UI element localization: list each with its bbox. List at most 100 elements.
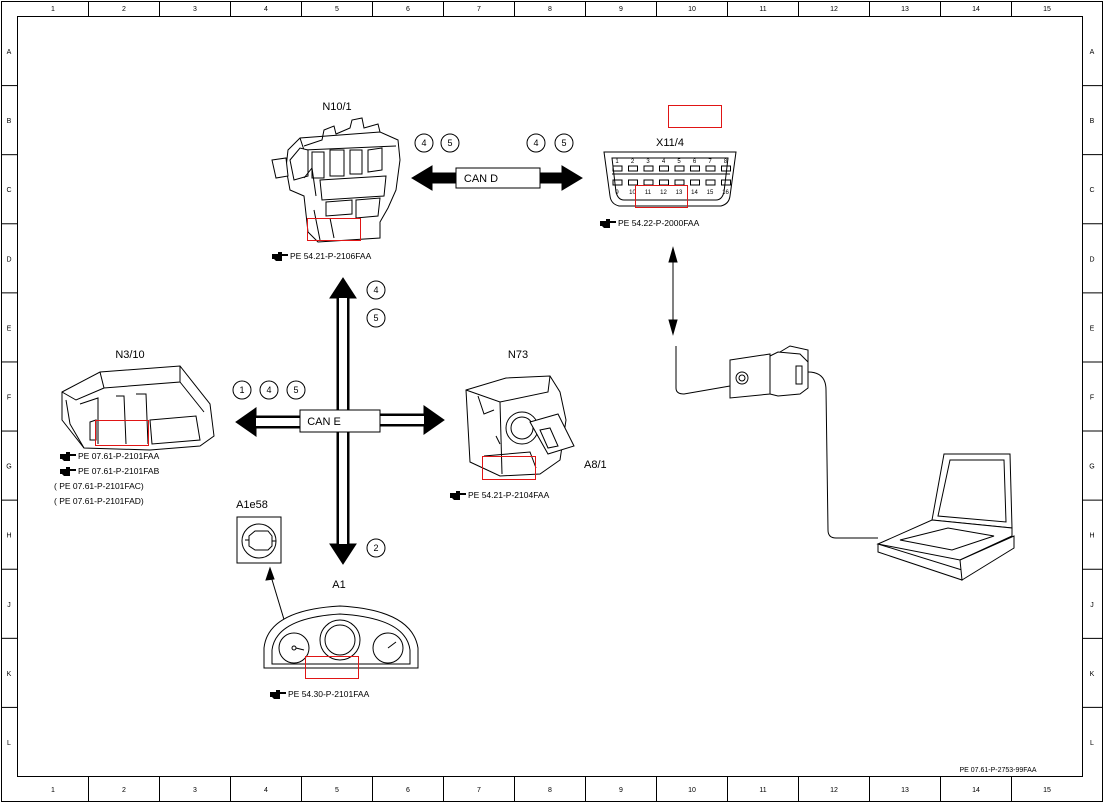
grid-column-label: 1 xyxy=(51,6,55,13)
svg-text:1: 1 xyxy=(239,385,244,395)
grid-row-label: B xyxy=(7,118,12,125)
n3-10-reference-4[interactable]: ( PE 07.61-P-2101FAD) xyxy=(54,496,144,507)
a1e58-label: A1e58 xyxy=(236,499,268,511)
x11-4-label: X11/4 xyxy=(656,137,684,149)
x11-4-pin-label: 14 xyxy=(691,190,698,196)
document-id: PE 07.61-P-2753-99FAA xyxy=(959,767,1036,774)
grid-column-label: 3 xyxy=(193,787,197,794)
x11-4-reference[interactable]: PE 54.22-P-2000FAA xyxy=(600,218,699,229)
x11-4-pin xyxy=(690,165,700,172)
sheet-inner-frame xyxy=(17,16,1083,777)
grid-row-label: E xyxy=(7,325,12,332)
grid-row-label: D xyxy=(6,256,11,263)
laptop-computer-drawing xyxy=(876,453,1015,581)
x11-4-pin-label: 4 xyxy=(662,159,666,165)
n3-10-reference-2[interactable]: PE 07.61-P-2101FAB xyxy=(60,466,159,477)
grid-column-label: 5 xyxy=(335,787,339,794)
grid-column-label: 10 xyxy=(688,6,696,13)
n73-label: N73 xyxy=(508,349,528,361)
highlight-n3-10-connector xyxy=(95,420,149,446)
n10-1-ref-text: PE 54.21-P-2106FAA xyxy=(290,251,372,261)
x11-4-pin-label: 2 xyxy=(631,159,635,165)
grid-column-label: 8 xyxy=(548,6,552,13)
a1-ref-text: PE 54.30-P-2101FAA xyxy=(288,689,370,699)
highlight-n10-1-connector xyxy=(307,218,361,241)
grid-column-label: 15 xyxy=(1043,6,1051,13)
grid-row-label: K xyxy=(1090,671,1095,678)
x11-4-pin-label: 15 xyxy=(707,190,714,196)
can-d-label: CAN D xyxy=(464,173,498,185)
x11-4-ref-text: PE 54.22-P-2000FAA xyxy=(618,218,700,228)
grid-row-label: C xyxy=(6,187,11,194)
pointing-hand-icon xyxy=(60,452,76,462)
pointing-hand-icon xyxy=(60,467,76,477)
grid-row-label: A xyxy=(1090,49,1095,56)
diagram-labels: N10/1 X11/4 N3/10 N73 A8/1 A1e58 A1 CAN … xyxy=(115,101,1037,774)
x11-4-pin-label: 9 xyxy=(615,190,619,196)
grid-column-label: 7 xyxy=(477,6,481,13)
grid-row-label: F xyxy=(7,395,11,402)
a1-reference[interactable]: PE 54.30-P-2101FAA xyxy=(270,689,369,700)
can-e-marker: 5 xyxy=(286,380,306,400)
grid-column-label: 2 xyxy=(122,787,126,794)
n3-10-ref-text: ( PE 07.61-P-2101FAC) xyxy=(54,481,144,491)
x11-4-pin xyxy=(674,165,685,172)
svg-text:4: 4 xyxy=(266,385,271,395)
x11-4-pin xyxy=(705,165,716,172)
svg-text:5: 5 xyxy=(373,313,378,323)
grid-row-label: E xyxy=(1090,325,1095,332)
x11-4-pin-label: 10 xyxy=(629,190,636,196)
grid-row-label: G xyxy=(6,464,11,471)
svg-text:5: 5 xyxy=(561,138,566,148)
svg-text:4: 4 xyxy=(533,138,538,148)
n3-10-ecu-drawing xyxy=(61,365,215,451)
highlight-x11-4-label-area xyxy=(668,105,722,128)
grid-column-label: 9 xyxy=(619,6,623,13)
highlight-n73-connector xyxy=(482,456,536,480)
n3-10-ref-text: ( PE 07.61-P-2101FAD) xyxy=(54,496,144,506)
x11-4-pin xyxy=(721,165,731,172)
x11-4-pin-label: 6 xyxy=(693,159,697,165)
grid-column-label: 13 xyxy=(901,6,909,13)
n3-10-reference-3[interactable]: ( PE 07.61-P-2101FAC) xyxy=(54,481,144,492)
x11-4-pin-label: 16 xyxy=(722,190,729,196)
grid-column-label: 4 xyxy=(264,6,268,13)
x11-4-pin-label: 8 xyxy=(724,159,728,165)
can-e-bus-cross xyxy=(235,277,445,565)
grid-row-label: J xyxy=(7,602,11,609)
n3-10-ref-text: PE 07.61-P-2101FAA xyxy=(78,451,160,461)
n3-10-reference-1[interactable]: PE 07.61-P-2101FAA xyxy=(60,451,159,462)
diagnostic-adapter-drawing xyxy=(729,345,878,539)
can-e-label: CAN E xyxy=(307,416,341,428)
x11-4-pin xyxy=(628,179,638,186)
grid-column-label: 1 xyxy=(51,787,55,794)
can-e-marker: 4 xyxy=(259,380,279,400)
grid-column-label: 12 xyxy=(830,6,838,13)
can-e-marker: 2 xyxy=(366,538,386,558)
x11-4-pin-label: 1 xyxy=(615,159,619,165)
n73-ignition-switch-drawing xyxy=(465,375,575,477)
n3-10-label: N3/10 xyxy=(115,349,144,361)
can-d-marker: 5 xyxy=(554,133,574,153)
x11-4-pin-label: 13 xyxy=(676,190,683,196)
grid-row-label: L xyxy=(1090,740,1094,747)
grid-column-label: 9 xyxy=(619,787,623,794)
x11-4-pin xyxy=(612,179,623,186)
grid-row-label: G xyxy=(1089,464,1094,471)
can-e-marker: 5 xyxy=(366,308,386,328)
grid-row-label: C xyxy=(1089,187,1094,194)
x11-4-pin-label: 3 xyxy=(646,159,650,165)
x11-4-pin xyxy=(628,165,638,172)
grid-column-label: 12 xyxy=(830,787,838,794)
x11-4-pin xyxy=(705,179,716,186)
grid-row-label: A xyxy=(7,49,12,56)
a8-1-label: A8/1 xyxy=(584,459,607,471)
can-e-marker: 4 xyxy=(366,280,386,300)
grid-column-label: 6 xyxy=(406,787,410,794)
n10-1-reference[interactable]: PE 54.21-P-2106FAA xyxy=(272,251,371,262)
grid-row-label: F xyxy=(1090,395,1094,402)
n73-reference[interactable]: PE 54.21-P-2104FAA xyxy=(450,490,549,501)
grid-column-label: 2 xyxy=(122,6,126,13)
